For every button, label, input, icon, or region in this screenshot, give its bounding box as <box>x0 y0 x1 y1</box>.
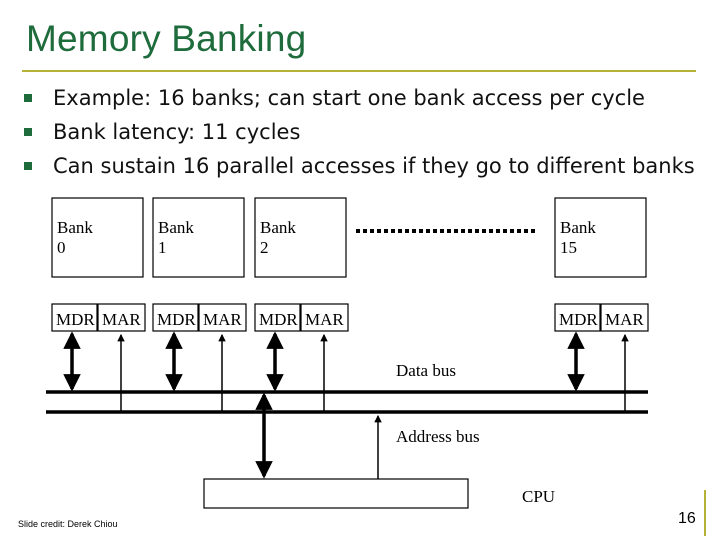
bank-15-number: 15 <box>560 238 577 257</box>
slide-credit: Slide credit: Derek Chiou <box>18 519 118 529</box>
page-number: 16 <box>678 510 696 527</box>
title-underline <box>22 70 696 72</box>
bank-2-mdr-box <box>254 303 301 332</box>
bank-2-label: Bank <box>260 218 296 237</box>
bank-2-box <box>254 197 347 278</box>
bullet-square-icon <box>24 128 32 136</box>
bank-0-label: Bank <box>57 218 93 237</box>
cpu-box <box>203 478 469 509</box>
bank-0-mdr-box <box>51 303 98 332</box>
bank-0-mar-label: MAR <box>102 310 141 329</box>
bullet-item: Bank latency: 11 cycles <box>22 118 695 152</box>
bank-2-mdr-label: MDR <box>259 310 298 329</box>
bank-0-mar-box <box>97 303 146 332</box>
bank-1-mdr-box <box>152 303 199 332</box>
bank-1-number: 1 <box>158 238 167 257</box>
bank-15-mdr-label: MDR <box>559 310 598 329</box>
bullet-list: Example: 16 banks; can start one bank ac… <box>22 84 695 186</box>
bank-15-mar-box <box>600 303 649 332</box>
bank-1-box <box>152 197 245 278</box>
bullet-item: Example: 16 banks; can start one bank ac… <box>22 84 695 118</box>
slide-title: Memory Banking <box>26 18 307 59</box>
address-bus-label: Address bus <box>396 427 480 446</box>
bank-1-mar-label: MAR <box>203 310 242 329</box>
bank-15-mar-label: MAR <box>605 310 644 329</box>
bank-2-mar-label: MAR <box>305 310 344 329</box>
bullet-square-icon <box>24 162 32 170</box>
bank-1-label: Bank <box>158 218 194 237</box>
bullet-item: Can sustain 16 parallel accesses if they… <box>22 152 695 186</box>
cpu-label: CPU <box>522 487 555 506</box>
data-bus-label: Data bus <box>396 361 456 380</box>
bank-15-box <box>554 197 647 278</box>
bullet-text: Can sustain 16 parallel accesses if they… <box>53 154 695 178</box>
bank-0-number: 0 <box>57 238 66 257</box>
bullet-text: Example: 16 banks; can start one bank ac… <box>53 86 645 110</box>
bank-15-mdr-box <box>554 303 601 332</box>
bullet-square-icon <box>24 94 32 102</box>
bank-0-mdr-label: MDR <box>56 310 95 329</box>
bank-1-mar-box <box>198 303 247 332</box>
bank-1-mdr-label: MDR <box>157 310 196 329</box>
bank-2-mar-box <box>300 303 349 332</box>
bullet-text: Bank latency: 11 cycles <box>53 120 301 144</box>
bank-2-number: 2 <box>260 238 269 257</box>
bank-0-box <box>51 197 144 278</box>
page-number-rule <box>704 490 706 536</box>
bank-15-label: Bank <box>560 218 596 237</box>
